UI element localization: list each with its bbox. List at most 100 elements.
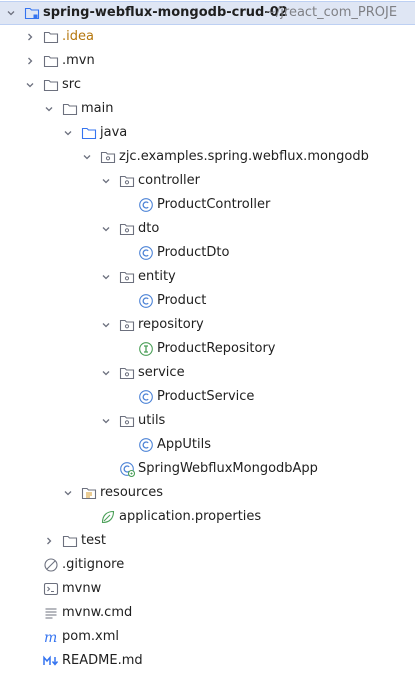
folder-icon [43, 73, 59, 97]
class-label: Product [157, 293, 207, 308]
ignore-file-icon [43, 553, 59, 577]
chevron-down-icon[interactable] [61, 121, 75, 145]
folder-label: main [81, 101, 114, 116]
chevron-down-icon[interactable] [61, 481, 75, 505]
tree-row-product-controller[interactable]: ProductController [0, 193, 415, 217]
tree-row-dto[interactable]: dto [0, 217, 415, 241]
folder-label: .mvn [62, 53, 95, 68]
tree-row-package[interactable]: zjc.examples.spring.webflux.mongodb [0, 145, 415, 169]
package-icon [119, 313, 135, 337]
chevron-down-icon[interactable] [99, 313, 113, 337]
tree-row-app-class[interactable]: SpringWebfluxMongodbApp [0, 457, 415, 481]
folder-icon [43, 49, 59, 73]
folder-label: .idea [62, 29, 94, 44]
package-icon [119, 217, 135, 241]
tree-row-java[interactable]: java [0, 121, 415, 145]
tree-row-src[interactable]: src [0, 73, 415, 97]
source-folder-icon [81, 121, 97, 145]
chevron-down-icon[interactable] [99, 361, 113, 385]
chevron-down-icon[interactable] [99, 265, 113, 289]
chevron-down-icon[interactable] [80, 145, 94, 169]
tree-row-entity[interactable]: entity [0, 265, 415, 289]
tree-row-application-properties[interactable]: application.properties [0, 505, 415, 529]
interface-label: ProductRepository [157, 341, 276, 356]
java-interface-icon [138, 337, 154, 361]
tree-row-product[interactable]: Product [0, 289, 415, 313]
tree-row-product-service[interactable]: ProductService [0, 385, 415, 409]
tree-row-mvnw[interactable]: mvnw [0, 577, 415, 601]
tree-row-app-utils[interactable]: AppUtils [0, 433, 415, 457]
project-path: ~/jreact_com_PROJE [265, 5, 398, 20]
resources-folder-icon [81, 481, 97, 505]
folder-icon [43, 25, 59, 49]
package-icon [119, 265, 135, 289]
tree-row-repository[interactable]: repository [0, 313, 415, 337]
class-label: ProductDto [157, 245, 230, 260]
tree-row-test[interactable]: test [0, 529, 415, 553]
folder-label: src [62, 77, 81, 92]
package-icon [100, 145, 116, 169]
project-folder-icon [24, 2, 40, 24]
file-label: mvnw [62, 581, 102, 596]
tree-row-pom[interactable]: m pom.xml [0, 625, 415, 649]
java-class-icon [138, 385, 154, 409]
file-label: application.properties [119, 509, 262, 524]
markdown-icon [43, 649, 59, 673]
folder-icon [62, 97, 78, 121]
package-icon [119, 361, 135, 385]
folder-label: test [81, 533, 106, 548]
tree-row-gitignore[interactable]: .gitignore [0, 553, 415, 577]
chevron-right-icon[interactable] [23, 25, 37, 49]
java-class-icon [138, 193, 154, 217]
chevron-right-icon[interactable] [42, 529, 56, 553]
package-icon [119, 169, 135, 193]
class-label: ProductController [157, 197, 271, 212]
tree-row-readme[interactable]: README.md [0, 649, 415, 673]
package-label: utils [138, 413, 166, 428]
tree-row-product-repository[interactable]: ProductRepository [0, 337, 415, 361]
spring-leaf-icon [100, 505, 116, 529]
svg-text:m: m [44, 630, 57, 645]
java-class-icon [138, 289, 154, 313]
chevron-down-icon[interactable] [4, 2, 18, 24]
file-label: .gitignore [62, 557, 125, 572]
terminal-file-icon [43, 577, 59, 601]
tree-row-mvn[interactable]: .mvn [0, 49, 415, 73]
file-label: pom.xml [62, 629, 119, 644]
folder-label: resources [100, 485, 164, 500]
chevron-down-icon[interactable] [99, 217, 113, 241]
package-label: service [138, 365, 185, 380]
maven-icon: m [43, 625, 59, 649]
tree-row-utils[interactable]: utils [0, 409, 415, 433]
project-name: spring-webflux-mongodb-crud-02 [43, 5, 288, 20]
class-label: ProductService [157, 389, 255, 404]
chevron-right-icon[interactable] [23, 49, 37, 73]
tree-row-mvnw-cmd[interactable]: mvnw.cmd [0, 601, 415, 625]
tree-row-resources[interactable]: resources [0, 481, 415, 505]
folder-label: java [100, 125, 128, 140]
tree-row-service[interactable]: service [0, 361, 415, 385]
file-label: mvnw.cmd [62, 605, 133, 620]
tree-row-project-root[interactable]: spring-webflux-mongodb-crud-02 ~/jreact_… [0, 1, 415, 25]
tree-row-idea[interactable]: .idea [0, 25, 415, 49]
package-label: entity [138, 269, 176, 284]
file-label: README.md [62, 653, 143, 668]
class-label: SpringWebfluxMongodbApp [138, 461, 318, 476]
java-class-icon [138, 241, 154, 265]
chevron-down-icon[interactable] [42, 97, 56, 121]
chevron-down-icon[interactable] [99, 169, 113, 193]
package-label: controller [138, 173, 201, 188]
chevron-down-icon[interactable] [23, 73, 37, 97]
package-label: zjc.examples.spring.webflux.mongodb [119, 149, 369, 164]
chevron-down-icon[interactable] [99, 409, 113, 433]
tree-row-controller[interactable]: controller [0, 169, 415, 193]
java-class-icon [138, 433, 154, 457]
tree-row-main[interactable]: main [0, 97, 415, 121]
package-icon [119, 409, 135, 433]
text-file-icon [43, 601, 59, 625]
class-label: AppUtils [157, 437, 212, 452]
package-label: repository [138, 317, 204, 332]
package-label: dto [138, 221, 160, 236]
tree-row-product-dto[interactable]: ProductDto [0, 241, 415, 265]
